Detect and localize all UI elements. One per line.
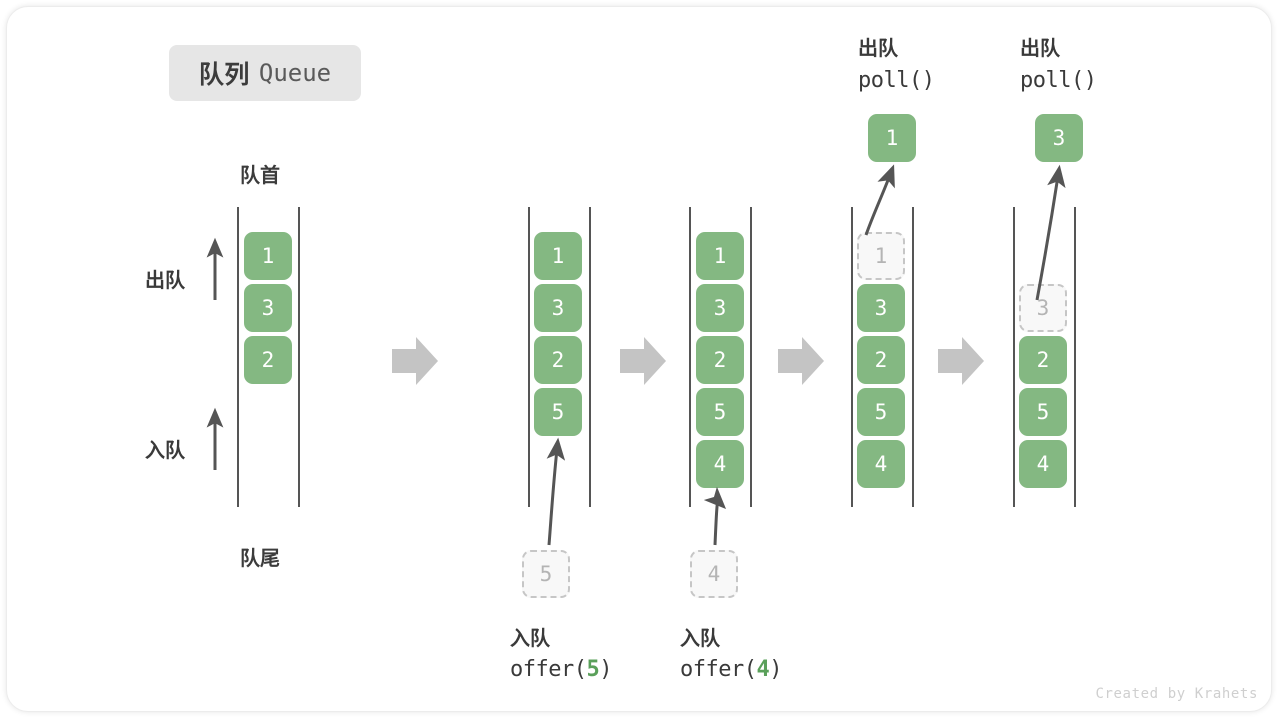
title-badge: 队列 Queue <box>169 45 361 101</box>
panel1-cell-0: 1 <box>244 232 292 280</box>
panel2-incoming-cell: 5 <box>522 550 570 598</box>
label-queue-tail: 队尾 <box>240 548 280 570</box>
panel2-caption-chinese: 入队 <box>510 628 550 650</box>
label-enqueue-side: 入队 <box>145 440 185 462</box>
panel3-code-arg: 4 <box>756 657 770 682</box>
panel2-rail-right <box>589 207 591 507</box>
title-chinese: 队列 <box>198 61 250 89</box>
label-queue-head: 队首 <box>240 165 280 187</box>
panel4-cell-3: 5 <box>857 388 905 436</box>
panel4-cell-0: 1 <box>857 232 905 280</box>
panel3-code-suffix: ) <box>769 657 782 682</box>
panel3-caption-chinese: 入队 <box>680 628 720 650</box>
panel3-code-prefix: offer( <box>680 657 757 682</box>
panel2-caption-code: offer(5) <box>510 657 612 682</box>
panel5-outgoing-cell: 3 <box>1035 114 1083 162</box>
panel5-rail-right <box>1074 207 1076 507</box>
panel3-cell-3: 5 <box>696 388 744 436</box>
panel3-cell-1: 3 <box>696 284 744 332</box>
panel5-caption-code: poll() <box>1020 68 1097 93</box>
panel3-cell-2: 2 <box>696 336 744 384</box>
panel5-cell-4: 4 <box>1019 440 1067 488</box>
label-dequeue-side: 出队 <box>145 270 185 292</box>
title-english: Queue <box>258 59 332 87</box>
panel3-cell-4: 4 <box>696 440 744 488</box>
panel4-cell-4: 4 <box>857 440 905 488</box>
panel2-cell-2: 2 <box>534 336 582 384</box>
panel5-cell-1: 3 <box>1019 284 1067 332</box>
panel4-caption-code: poll() <box>858 68 935 93</box>
panel5-rail-left <box>1013 207 1015 507</box>
panel3-rail-left <box>689 207 691 507</box>
panel2-code-arg: 5 <box>586 657 600 682</box>
panel2-cell-3: 5 <box>534 388 582 436</box>
panel4-rail-left <box>851 207 853 507</box>
panel2-cell-1: 3 <box>534 284 582 332</box>
panel5-cell-3: 5 <box>1019 388 1067 436</box>
panel2-code-suffix: ) <box>599 657 612 682</box>
panel4-cell-1: 3 <box>857 284 905 332</box>
panel1-rail-right <box>298 207 300 507</box>
panel4-cell-2: 2 <box>857 336 905 384</box>
panel2-rail-left <box>528 207 530 507</box>
panel3-caption-code: offer(4) <box>680 657 782 682</box>
panel5-caption-chinese: 出队 <box>1020 38 1060 60</box>
panel2-code-prefix: offer( <box>510 657 587 682</box>
panel4-rail-right <box>912 207 914 507</box>
panel3-rail-right <box>750 207 752 507</box>
panel3-incoming-cell: 4 <box>690 550 738 598</box>
panel4-outgoing-cell: 1 <box>868 114 916 162</box>
panel1-rail-left <box>237 207 239 507</box>
watermark-credit: Created by Krahets <box>1095 686 1258 702</box>
panel4-caption-chinese: 出队 <box>858 38 898 60</box>
panel5-cell-2: 2 <box>1019 336 1067 384</box>
panel1-cell-1: 3 <box>244 284 292 332</box>
card-frame <box>6 6 1272 712</box>
panel3-cell-0: 1 <box>696 232 744 280</box>
panel1-cell-2: 2 <box>244 336 292 384</box>
panel2-cell-0: 1 <box>534 232 582 280</box>
